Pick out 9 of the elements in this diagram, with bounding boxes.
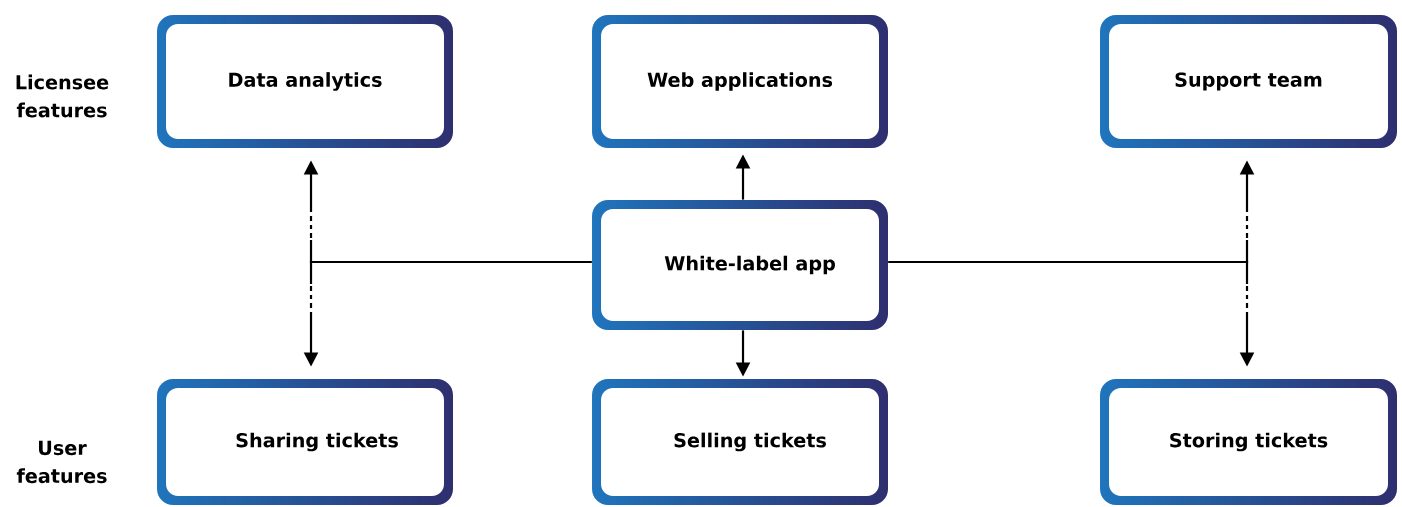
process-box: Support team [1109,24,1388,139]
process-box: Storing tickets [1109,388,1388,496]
side-label: User features [16,440,107,484]
process-box: Web applications [601,24,879,139]
side-label: Licensee features [16,74,109,118]
process-box: Selling tickets [601,388,879,496]
process-box: White-label app [601,209,879,321]
process-box: Sharing tickets [166,388,444,496]
process-box: Data analytics [166,24,444,139]
